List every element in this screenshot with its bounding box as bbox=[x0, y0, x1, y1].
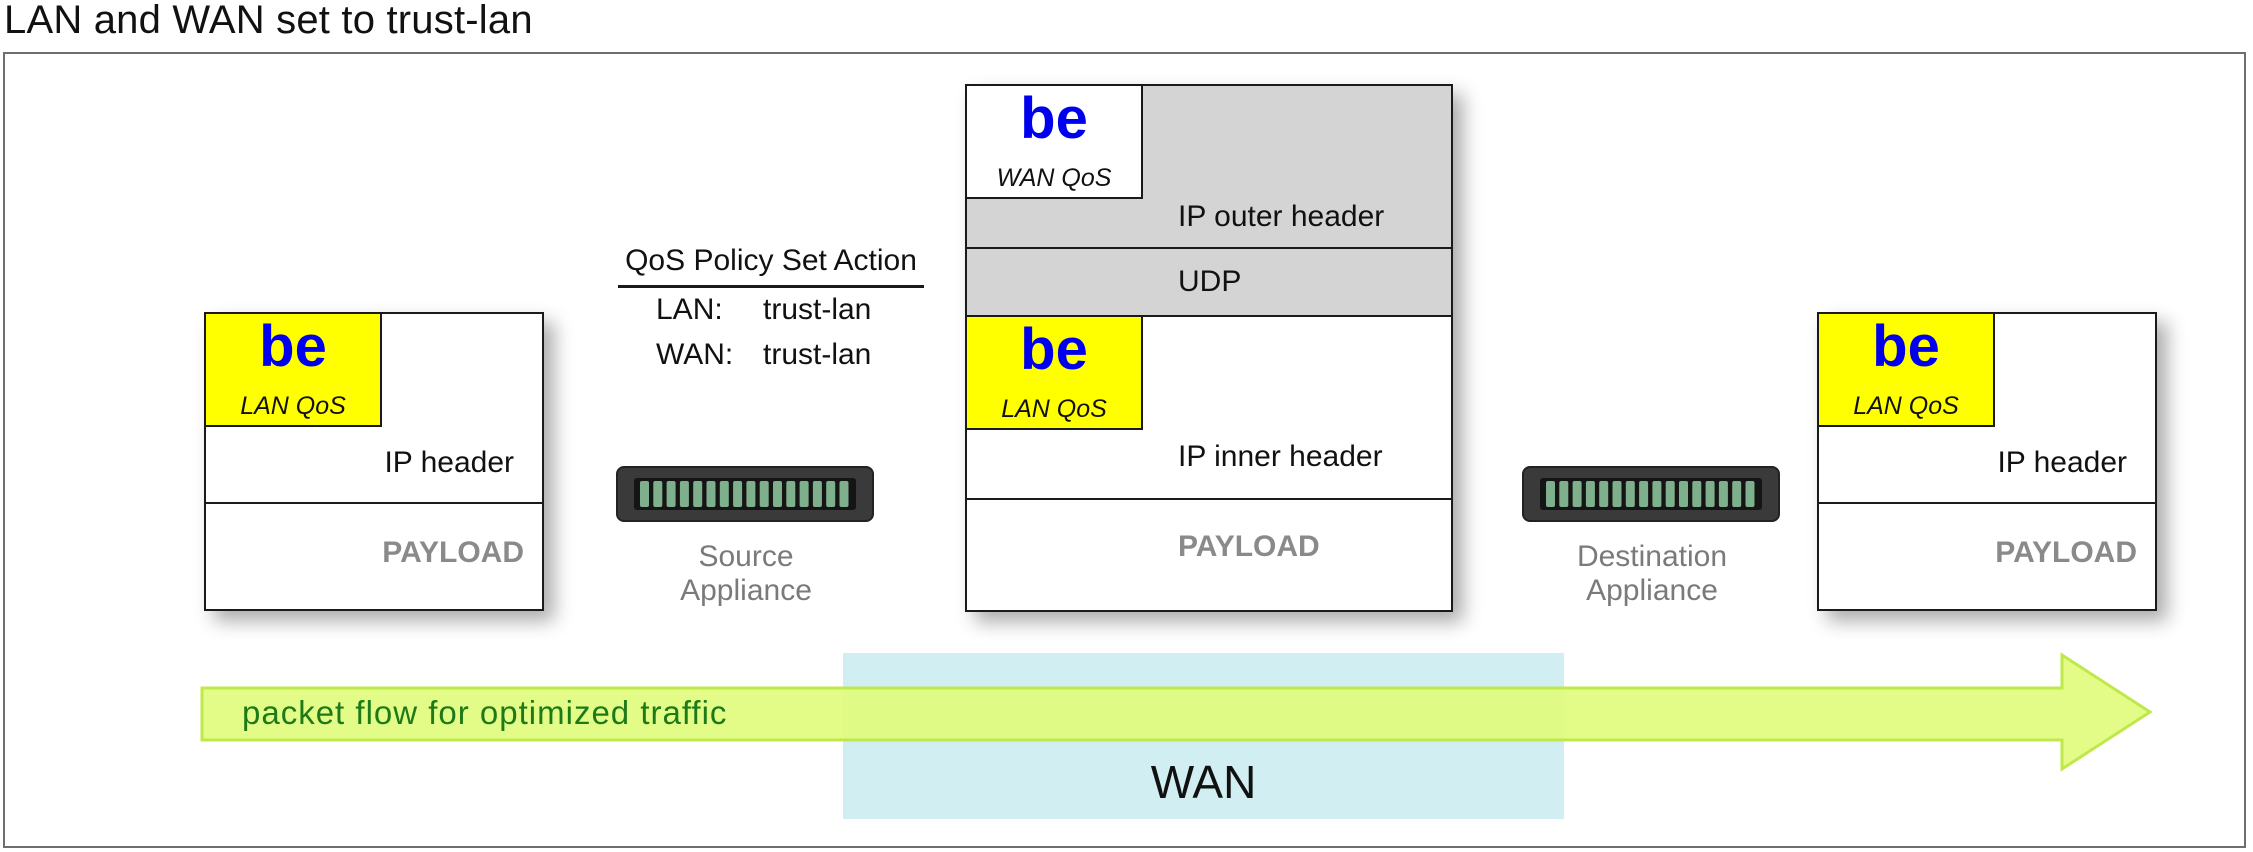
outer-udp-divider bbox=[967, 247, 1451, 249]
appliance-slot bbox=[1546, 481, 1555, 507]
appliance-slot bbox=[693, 481, 703, 507]
policy-lan-key: LAN: bbox=[656, 293, 723, 326]
appliance-slot bbox=[640, 481, 649, 507]
qos-value: be bbox=[1020, 86, 1088, 151]
wan-label: WAN bbox=[1150, 756, 1257, 808]
policy-title: QoS Policy Set Action bbox=[625, 244, 917, 277]
appliance-slot bbox=[826, 481, 836, 507]
policy-divider bbox=[618, 285, 924, 288]
appliance-slot bbox=[839, 481, 849, 507]
wan-qos-badge: be WAN QoS bbox=[965, 84, 1143, 199]
diagram-frame bbox=[3, 52, 2246, 848]
flow-arrow-shape bbox=[200, 652, 2153, 772]
packet-divider bbox=[1819, 502, 2155, 504]
appliance-slot bbox=[1665, 481, 1675, 507]
appliance-slot bbox=[1625, 481, 1635, 507]
ip-header-label: IP header bbox=[384, 446, 514, 479]
right-packet: be LAN QoS IP header PAYLOAD bbox=[1817, 312, 2157, 611]
appliance-slot bbox=[773, 481, 782, 507]
udp-label: UDP bbox=[1178, 265, 1242, 298]
payload-label: PAYLOAD bbox=[382, 536, 524, 569]
appliance-slot bbox=[786, 481, 796, 507]
appliance-slot bbox=[812, 481, 822, 507]
appliance-icon bbox=[1522, 466, 1780, 522]
page-title: LAN and WAN set to trust-lan bbox=[4, 0, 533, 42]
appliance-slot bbox=[1599, 481, 1609, 507]
lan-qos-badge: be LAN QoS bbox=[965, 315, 1143, 430]
packet-flow-arrow bbox=[200, 652, 2153, 772]
payload-label: PAYLOAD bbox=[1995, 536, 2137, 569]
appliance-slot bbox=[719, 481, 729, 507]
ip-inner-header-label: IP inner header bbox=[1178, 440, 1383, 473]
appliance-icon bbox=[616, 466, 874, 522]
tunnel-packet: be WAN QoS IP outer header UDP be LAN Qo… bbox=[965, 84, 1453, 612]
policy-wan-value: trust-lan bbox=[763, 338, 872, 371]
appliance-slot bbox=[1705, 481, 1715, 507]
lan-qos-badge: be LAN QoS bbox=[204, 312, 382, 427]
qos-label: LAN QoS bbox=[240, 392, 346, 420]
appliance-slot bbox=[746, 481, 756, 507]
appliance-slot bbox=[1559, 481, 1569, 507]
qos-value: be bbox=[259, 314, 327, 379]
appliance-slot bbox=[1718, 481, 1728, 507]
source-appliance-line1: Source bbox=[698, 540, 794, 573]
appliance-slot bbox=[1745, 481, 1755, 507]
destination-appliance-line1: Destination bbox=[1576, 540, 1728, 573]
destination-appliance-line2: Appliance bbox=[1586, 574, 1718, 607]
packet-divider bbox=[206, 502, 542, 504]
appliance-slot bbox=[679, 481, 689, 507]
source-appliance-label: Source Appliance bbox=[616, 540, 876, 608]
appliance-slot bbox=[1639, 481, 1649, 507]
ip-outer-header-label: IP outer header bbox=[1178, 200, 1385, 233]
appliance-slot bbox=[799, 481, 809, 507]
left-packet: be LAN QoS IP header PAYLOAD bbox=[204, 312, 544, 611]
lan-qos-badge: be LAN QoS bbox=[1817, 312, 1995, 427]
source-appliance bbox=[616, 466, 876, 529]
qos-label: WAN QoS bbox=[996, 164, 1112, 192]
qos-label: LAN QoS bbox=[1001, 395, 1107, 423]
payload-label: PAYLOAD bbox=[1178, 530, 1320, 563]
qos-label: LAN QoS bbox=[1853, 392, 1959, 420]
packet-flow-label: packet flow for optimized traffic bbox=[242, 694, 728, 731]
appliance-slot bbox=[706, 481, 716, 507]
source-appliance-line2: Appliance bbox=[680, 574, 812, 607]
appliance-slot bbox=[666, 481, 676, 507]
destination-appliance bbox=[1522, 466, 1782, 529]
qos-value: be bbox=[1020, 317, 1088, 382]
policy-wan-key: WAN: bbox=[656, 338, 734, 371]
appliance-slot bbox=[653, 481, 663, 507]
ip-header-label: IP header bbox=[1997, 446, 2127, 479]
appliance-slot bbox=[1612, 481, 1622, 507]
appliance-slot bbox=[1732, 481, 1742, 507]
inner-payload-divider bbox=[967, 498, 1451, 500]
appliance-slot bbox=[1585, 481, 1595, 507]
appliance-slot bbox=[733, 481, 743, 507]
qos-value: be bbox=[1872, 314, 1940, 379]
appliance-slot bbox=[1652, 481, 1662, 507]
policy-lan-value: trust-lan bbox=[763, 293, 872, 326]
udp-inner-divider bbox=[967, 315, 1451, 317]
appliance-slot bbox=[759, 481, 769, 507]
appliance-slot bbox=[1692, 481, 1702, 507]
destination-appliance-label: Destination Appliance bbox=[1522, 540, 1782, 608]
appliance-slot bbox=[1572, 481, 1582, 507]
appliance-slot bbox=[1679, 481, 1688, 507]
